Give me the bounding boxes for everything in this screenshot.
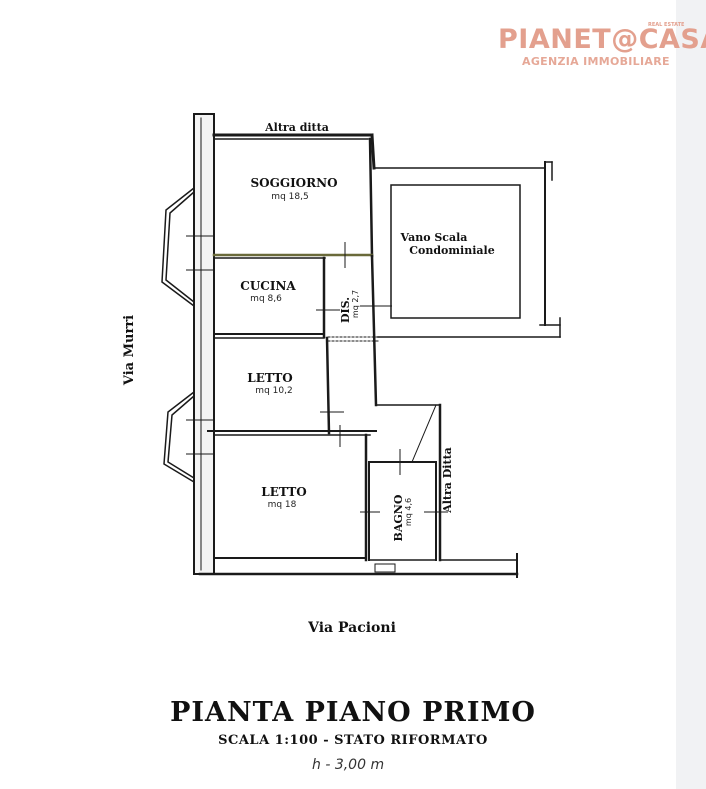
ceiling-height-note: h - 3,00 m [312, 757, 385, 773]
stairwell-label: Vano Scala Condominiale [400, 231, 495, 257]
room-area: mq 10,2 [255, 386, 292, 396]
room-area: mq 8,6 [250, 294, 282, 304]
room-area: mq 4,6 [404, 498, 413, 526]
room-area: mq 18 [268, 500, 297, 510]
bay-windows [161, 187, 195, 483]
room-labels: SOGGIORNO mq 18,5 CUCINA mq 8,6 DIS. mq … [240, 176, 413, 541]
room-area: mq 18,5 [271, 192, 308, 202]
bottom-street-label: Via Pacioni [307, 620, 396, 636]
agency-logo: PIANET@CASA REAL ESTATE AGENZIA IMMOBILI… [498, 22, 706, 72]
floor-plan-sheet [0, 0, 676, 789]
right-neighbor-label: Altra Ditta [441, 447, 454, 514]
street-labels: Altra ditta Via Murri Via Pacioni Altra … [122, 121, 454, 636]
door-marks [186, 235, 448, 513]
top-neighbor-label: Altra ditta [264, 121, 329, 134]
stairwell-line-2: Condominiale [409, 244, 494, 257]
logo-tagline: REAL ESTATE [648, 22, 685, 28]
room-name: CUCINA [240, 279, 296, 293]
left-street-label: Via Murri [122, 315, 137, 386]
stairwell-box [390, 184, 521, 319]
left-wall [193, 113, 215, 575]
plan-title: PIANTA PIANO PRIMO [170, 697, 536, 728]
room-name: SOGGIORNO [250, 176, 337, 190]
logo-name: PIANET@CASA [498, 24, 706, 55]
room-name: BAGNO [392, 494, 405, 541]
room-area: mq 2,7 [351, 290, 360, 318]
logo-subtitle: AGENZIA IMMOBILIARE [522, 55, 670, 68]
plan-subtitle: SCALA 1:100 - STATO RIFORMATO [218, 733, 488, 748]
page-margin [676, 0, 706, 789]
walls [193, 113, 561, 578]
room-name: DIS. [339, 297, 352, 323]
stairwell-line-1: Vano Scala [400, 231, 468, 244]
room-name: LETTO [261, 485, 306, 499]
room-name: LETTO [247, 371, 292, 385]
